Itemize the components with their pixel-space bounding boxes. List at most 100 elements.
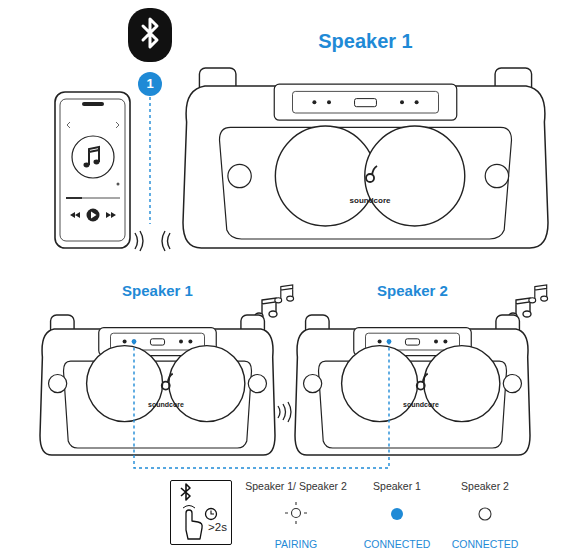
music-note-head [94, 160, 100, 165]
speaker-heading: Speaker 2 [295, 282, 530, 299]
control-button [123, 340, 127, 344]
woofer [342, 346, 418, 422]
control-button [387, 340, 391, 344]
side-port [304, 375, 322, 393]
signal-waves [162, 231, 170, 251]
control-button [415, 100, 419, 104]
status-label: CONNECTED [415, 538, 555, 550]
music-note-head [84, 163, 90, 168]
control-button [312, 100, 316, 104]
logo-mark [168, 374, 173, 383]
control-button [355, 99, 377, 107]
callout-circle [138, 72, 162, 96]
hand-press-icon [186, 510, 202, 539]
signal-waves [135, 231, 143, 251]
note-head [269, 311, 277, 317]
music-notes [275, 285, 294, 303]
phone-notch [82, 102, 104, 106]
hold-time: >2s [204, 521, 231, 534]
brand-logo: soundcore [391, 401, 451, 409]
indicator-label: Speaker 2 [415, 480, 555, 492]
sound-waves [278, 402, 291, 422]
bluetooth-badge [128, 8, 172, 62]
note-stems [535, 285, 547, 300]
control-button [443, 340, 447, 344]
link-lead [388, 342, 389, 455]
note-stems [281, 285, 293, 300]
phone-screen [60, 99, 125, 241]
status-label: PAIRING [226, 538, 366, 550]
blinking-led [292, 509, 301, 518]
control-button [405, 339, 419, 345]
callout-number: 1 [138, 72, 162, 96]
phone-heart [117, 183, 120, 186]
control-button [132, 340, 136, 344]
brand-logo: soundcore [136, 401, 196, 409]
speaker-outline [40, 315, 275, 455]
solid-led [391, 508, 403, 520]
woofer [365, 126, 465, 226]
woofer [275, 126, 375, 226]
control-button [188, 340, 192, 344]
note-head [275, 298, 282, 303]
phone-arrows [67, 122, 119, 128]
woofer [424, 346, 500, 422]
side-port [228, 164, 251, 187]
music-note [89, 147, 99, 165]
status-label: CONNECTED [327, 538, 467, 550]
white-led [479, 508, 491, 520]
leader-line [149, 97, 150, 224]
album-circle [72, 136, 114, 178]
control-button [400, 100, 404, 104]
logo-mark [366, 174, 374, 182]
link-lead [133, 342, 134, 455]
control-button [327, 100, 331, 104]
speaker-heading: Speaker 1 [40, 282, 275, 299]
control-button [150, 339, 164, 345]
button-box: >2s [170, 480, 232, 545]
control-button [434, 340, 438, 344]
clock-icon [206, 509, 217, 520]
link-button [387, 339, 392, 344]
logo-mark [162, 382, 170, 390]
woofer [169, 346, 245, 422]
bluetooth-symbol [181, 484, 190, 500]
woofer [87, 346, 163, 422]
side-port [503, 375, 521, 393]
press-mark [183, 506, 195, 509]
top-panel [274, 84, 457, 120]
side-port [485, 164, 508, 187]
logo-mark [417, 382, 425, 390]
link-button [132, 339, 137, 344]
note-stems [262, 298, 276, 316]
side-port [248, 375, 266, 393]
phone-body [55, 92, 130, 248]
progress-fill [66, 197, 82, 199]
logo-mark [372, 166, 377, 175]
note-stems [516, 298, 530, 316]
control-button [378, 340, 382, 344]
next-button [106, 212, 116, 218]
callout-number: 1 [138, 72, 162, 96]
speaker-heading: Speaker 1 [183, 30, 548, 53]
speaker-unit: Speaker 1soundcore [40, 315, 275, 455]
speaker-unit: Speaker 2soundcore [295, 315, 530, 455]
note-head [541, 296, 548, 301]
play-button [87, 209, 100, 222]
progress-bar [66, 198, 120, 199]
music-notes [529, 285, 548, 303]
link-connector [134, 455, 389, 468]
note-head [529, 298, 536, 303]
clock-hands [211, 511, 214, 515]
play-triangle [91, 212, 97, 219]
indicator-label: Speaker 1/ Speaker 2 [226, 480, 366, 492]
logo-mark [423, 374, 428, 383]
control-button [179, 340, 183, 344]
brand-logo: soundcore [335, 196, 405, 205]
indicator-label: Speaker 1 [327, 480, 467, 492]
blink-ticks [285, 502, 307, 524]
